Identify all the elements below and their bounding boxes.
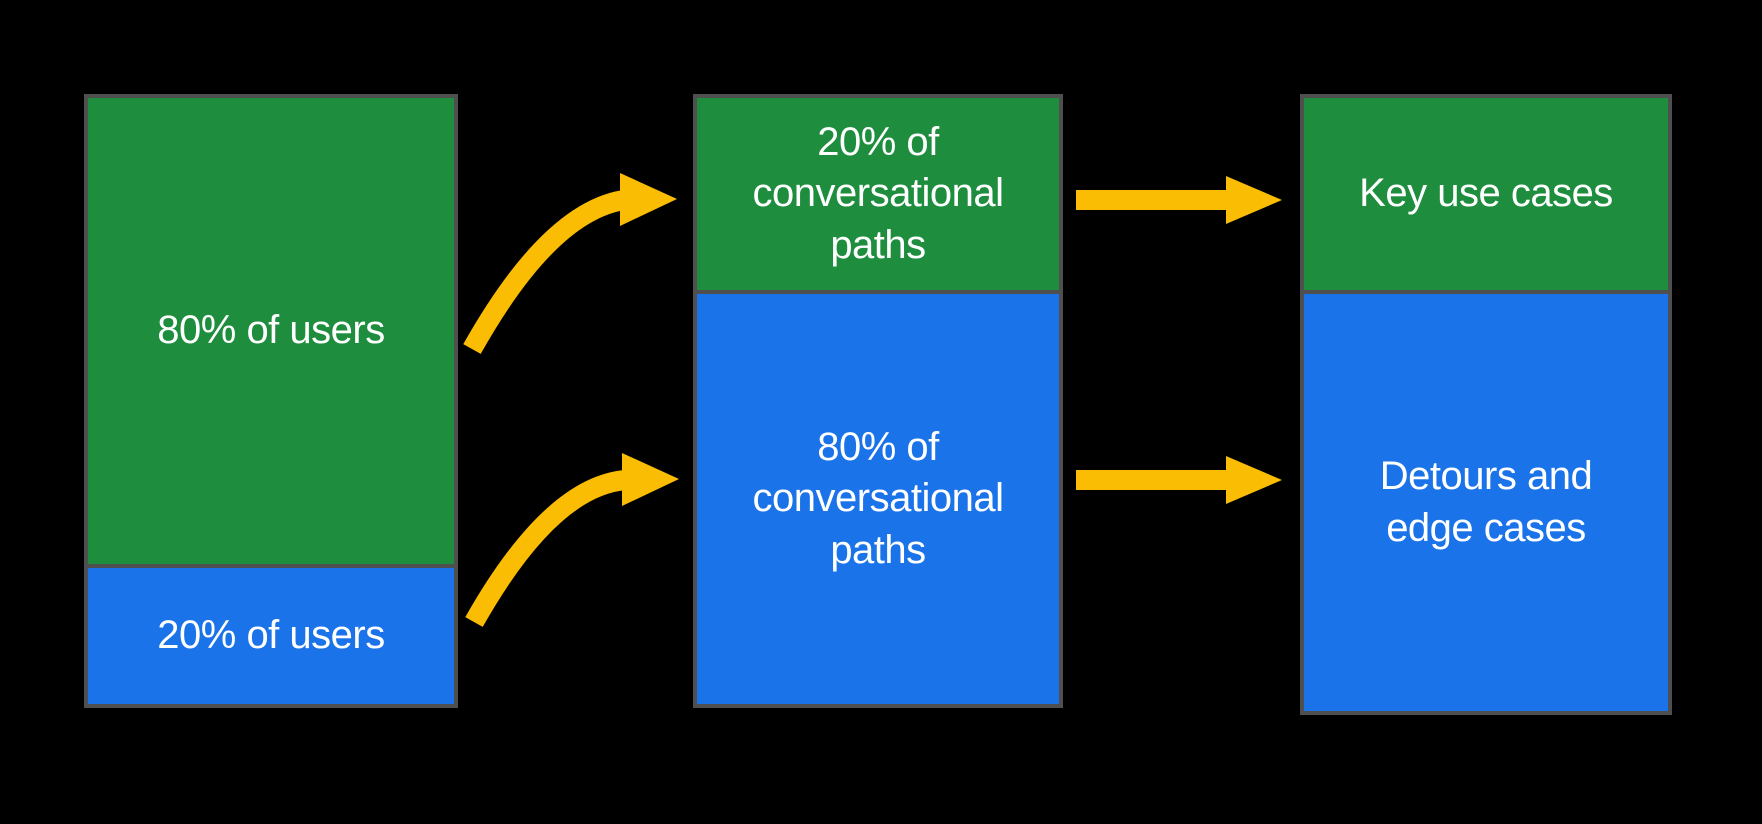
users-column: 80% of users 20% of users	[84, 94, 458, 708]
paths-majority-label: 80% of conversational paths	[752, 425, 1004, 572]
paths-minority-label: 20% of conversational paths	[752, 120, 1004, 267]
key-use-cases-label: Key use cases	[1359, 171, 1613, 216]
straight-arrow-top-icon	[1076, 176, 1282, 224]
paths-minority-segment: 20% of conversational paths	[697, 98, 1059, 290]
curved-arrow-bottom-icon	[465, 453, 679, 627]
paths-column: 20% of conversational paths 80% of conve…	[693, 94, 1063, 708]
straight-arrow-bottom-icon	[1076, 456, 1282, 504]
users-majority-segment: 80% of users	[88, 98, 454, 564]
paths-majority-segment: 80% of conversational paths	[697, 290, 1059, 704]
detours-edge-cases-segment: Detours and edge cases	[1304, 290, 1668, 711]
curved-arrow-top-icon	[463, 173, 677, 354]
users-minority-segment: 20% of users	[88, 564, 454, 704]
users-minority-label: 20% of users	[157, 613, 385, 658]
key-use-cases-segment: Key use cases	[1304, 98, 1668, 290]
outcomes-column: Key use cases Detours and edge cases	[1300, 94, 1672, 715]
users-majority-label: 80% of users	[157, 308, 385, 353]
detours-edge-cases-label: Detours and edge cases	[1379, 454, 1593, 550]
